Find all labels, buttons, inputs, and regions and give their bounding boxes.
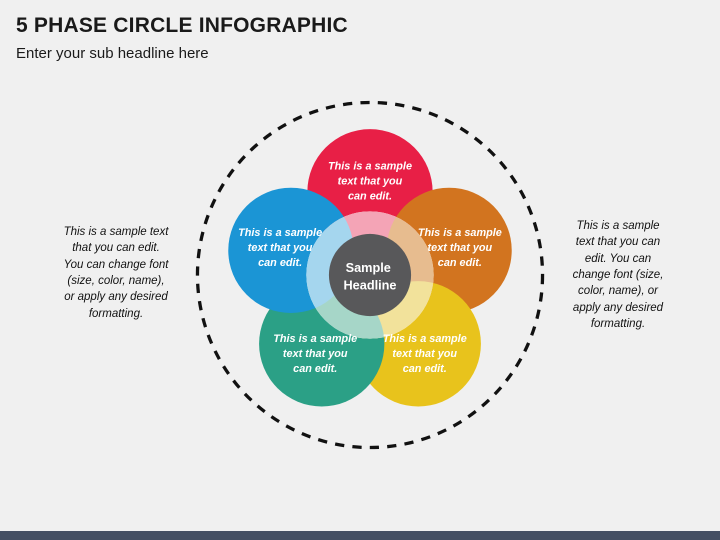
left-note-line-4: (size, color, name), (67, 274, 165, 287)
hub-label-line-2: Headline (343, 277, 396, 292)
right-note-text: This is a sample text that you can edit.… (556, 218, 680, 332)
hub-label-line-1: Sample (346, 260, 391, 275)
phase-label-line: This is a sample (418, 227, 502, 239)
left-note-line-2: that you can edit. (72, 242, 160, 255)
right-note-line-4: change font (size, (572, 268, 664, 281)
phase-label-line: text that you (428, 242, 493, 254)
left-note-line-6: formatting. (88, 307, 144, 320)
left-note-text: This is a sample text that you can edit.… (36, 224, 196, 322)
phase-label-line: can edit. (403, 363, 447, 375)
phase-label-line: can edit. (293, 363, 337, 375)
phase-label-line: This is a sample (328, 161, 412, 173)
outer-dashed-ring (195, 100, 545, 450)
phase-label-line: can edit. (258, 257, 302, 269)
phase-label-phase-3: This is a sample text that you can edit. (383, 333, 467, 375)
phase-label-line: This is a sample (383, 333, 467, 345)
page-subtitle: Enter your sub headline here (16, 45, 209, 63)
phase-tint-phase-3 (355, 281, 434, 339)
slide-header: 5 PHASE CIRCLE INFOGRAPHIC Enter your su… (16, 14, 676, 63)
hub-circle[interactable] (328, 233, 412, 317)
phase-tint-phase-4 (306, 281, 385, 339)
phase-label-line: can edit. (348, 191, 392, 203)
phase-label-phase-1: This is a sample text that you can edit. (328, 161, 412, 203)
phase-label-line: text that you (392, 348, 457, 360)
right-note-line-5: color, name), or (578, 285, 658, 298)
phase-label-line: can edit. (438, 257, 482, 269)
phase-label-line: text that you (248, 242, 313, 254)
right-note-line-3: edit. You can (584, 252, 652, 265)
phase-label-phase-4: This is a sample text that you can edit. (273, 333, 357, 375)
phase-label-phase-5: This is a sample text that you can edit. (238, 227, 322, 269)
right-note-line-6: apply any desired (572, 301, 664, 314)
phase-labels: This is a sample text that you can edit. T… (238, 161, 502, 376)
page-title: 5 PHASE CIRCLE INFOGRAPHIC (16, 14, 348, 37)
phase-label-phase-2: This is a sample text that you can edit. (418, 227, 502, 269)
right-note-line-7: formatting. (590, 317, 646, 330)
phase-label-line: text that you (338, 176, 403, 188)
right-note-line-2: text that you can (575, 236, 661, 249)
left-note-line-3: You can change font (63, 258, 169, 271)
phase-label-line: This is a sample (273, 333, 357, 345)
phase-label-line: This is a sample (238, 227, 322, 239)
phase-label-line: text that you (283, 348, 348, 360)
hub-label: Sample Headline (343, 260, 396, 292)
footer-bar (0, 531, 720, 540)
left-note-line-5: or apply any desired (64, 291, 168, 304)
left-note-line-1: This is a sample text (63, 226, 169, 238)
circle-infographic: This is a sample text that you can edit. T… (180, 85, 560, 465)
right-note-line-1: This is a sample (576, 220, 660, 232)
